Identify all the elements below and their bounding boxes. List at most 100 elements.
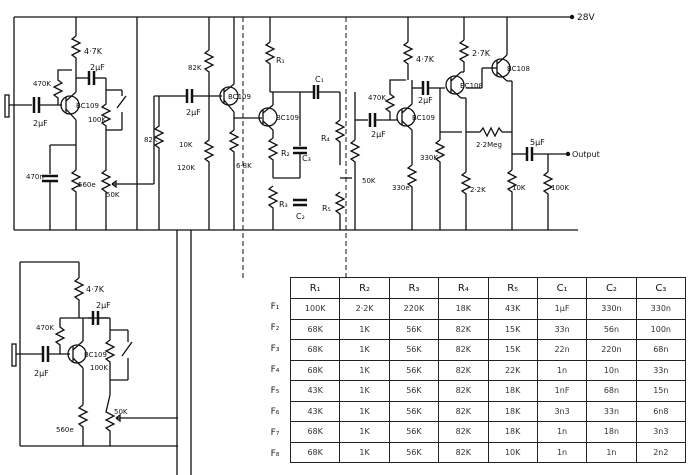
stage1-cin-label: 2µF — [33, 119, 48, 128]
row-label: F₈ — [270, 449, 280, 459]
sub-switch — [121, 341, 133, 357]
stage2-r2-label: 82K — [188, 64, 202, 72]
table-cell: 56K — [388, 339, 440, 361]
header-r2: R₂ — [339, 277, 390, 299]
table-cell: 100K — [289, 298, 341, 320]
table-cell: 56K — [388, 421, 440, 443]
table-cell: 1n — [536, 359, 588, 381]
output-label: Output — [572, 150, 600, 159]
stage4-transistor-label: BC108 — [507, 65, 530, 73]
table-cell: 18K — [487, 421, 538, 443]
table-cell: 10K — [487, 441, 538, 463]
stage2-transistor-label: BC109 — [228, 93, 251, 101]
table-cell: 1K — [339, 421, 390, 443]
table-cell: 15K — [487, 339, 538, 361]
table-cell: 6n8 — [635, 400, 687, 422]
stage4-rtop-label: 2·7K — [472, 49, 491, 58]
stage4-rfb-label: 2·2Meg — [476, 141, 502, 149]
supply-label: 28V — [577, 13, 595, 23]
input-jack — [4, 94, 10, 118]
stage1-rtop-label: 4·7K — [84, 47, 103, 56]
table-cell: 1n — [536, 421, 588, 443]
sub-potlevel-label: 50K — [114, 408, 128, 416]
table-cell: 33n — [586, 400, 637, 422]
stage1-remit-label: 560e — [78, 181, 96, 189]
sub-input-jack — [11, 343, 17, 367]
row-label: F₄ — [270, 365, 280, 375]
table-cell: 1n — [586, 441, 637, 463]
table-cell: 56K — [388, 441, 440, 463]
table-header-row: R₁ R₂ R₃ R₄ R₅ C₁ C₂ C₃ — [289, 277, 687, 299]
table-cell: 82K — [438, 400, 489, 422]
table-cell: 56K — [388, 400, 440, 422]
table-cell: 3n3 — [635, 421, 687, 443]
table-cell: 82K — [438, 441, 489, 463]
stage2-r5-label: 6·8K — [236, 162, 252, 170]
table-cell: 18K — [438, 298, 489, 320]
table-cell: 56K — [388, 380, 440, 402]
table-cell: 68K — [289, 421, 341, 443]
stage1-rbias-label: 470K — [33, 80, 51, 88]
stage1-potlevel-label: 50K — [106, 191, 120, 199]
sub-rtop-label: 4·7K — [86, 285, 105, 294]
stage2-r1-label: 82K — [144, 136, 158, 144]
header-r1: R₁ — [289, 277, 341, 299]
filter-pot-label: 50K — [362, 177, 376, 185]
stage1-pot-label: 100K — [88, 116, 106, 124]
table-cell: 330n — [586, 298, 637, 320]
sub-transistor — [67, 344, 87, 364]
sub-rbias-label: 470K — [36, 324, 54, 332]
stage3-transistor2 — [445, 75, 465, 95]
table-cell: 100n — [635, 318, 687, 340]
table-cell: 330n — [635, 298, 687, 320]
output-terminal — [565, 151, 571, 157]
stage3-amp: 2µF 470K 4·7K BC109 2µF 330e 330K BC108 — [355, 17, 483, 230]
table-cell: 10n — [586, 359, 637, 381]
table-cell: 1µF — [536, 298, 588, 320]
filter-transistor — [258, 107, 278, 127]
table-cell: 1K — [339, 400, 390, 422]
stage2-r3-label: 10K — [179, 141, 193, 149]
row-label: F₇ — [270, 428, 280, 438]
stage3-rcol-label: 330K — [420, 154, 438, 162]
table-cell: 15K — [487, 318, 538, 340]
table-cell: 43K — [289, 400, 341, 422]
stage1-switch — [116, 95, 127, 109]
stage3-remit-label: 330e — [392, 184, 410, 192]
stage3-ccouple-label: 2µF — [418, 96, 433, 105]
filter-r2-label: R₂ — [281, 149, 290, 158]
table-cell: 2n2 — [635, 441, 687, 463]
table-cell: 1K — [339, 339, 390, 361]
filter-transistor-label: BC109 — [276, 114, 299, 122]
stage4-remit-label: 2·2K — [470, 186, 486, 194]
stage3-transistor1 — [396, 107, 416, 127]
filter-r3-label: R₃ — [279, 200, 288, 209]
header-r3: R₃ — [388, 277, 440, 299]
table-cell: 220n — [586, 339, 637, 361]
table-cell: 2·2K — [339, 298, 390, 320]
table-cell: 56n — [586, 318, 637, 340]
stage4-cout-label: 5µF — [530, 138, 545, 147]
table-cell: 82K — [438, 421, 489, 443]
stage1-transistor-label: BC109 — [76, 102, 99, 110]
table-cell: 22n — [536, 339, 588, 361]
sub-cin-label: 2µF — [34, 369, 49, 378]
sub-transistor-label: BC109 — [84, 351, 107, 359]
filter-r4-label: R₄ — [321, 134, 330, 143]
sub-ccouple-label: 2µF — [96, 301, 111, 310]
stage3-rtop-label: 4·7K — [416, 55, 435, 64]
row-label: F₅ — [270, 386, 280, 396]
table-cell: 68K — [289, 339, 341, 361]
row-label: F₃ — [270, 344, 280, 354]
table-cell: 68K — [289, 359, 341, 381]
table-cell: 82K — [438, 359, 489, 381]
